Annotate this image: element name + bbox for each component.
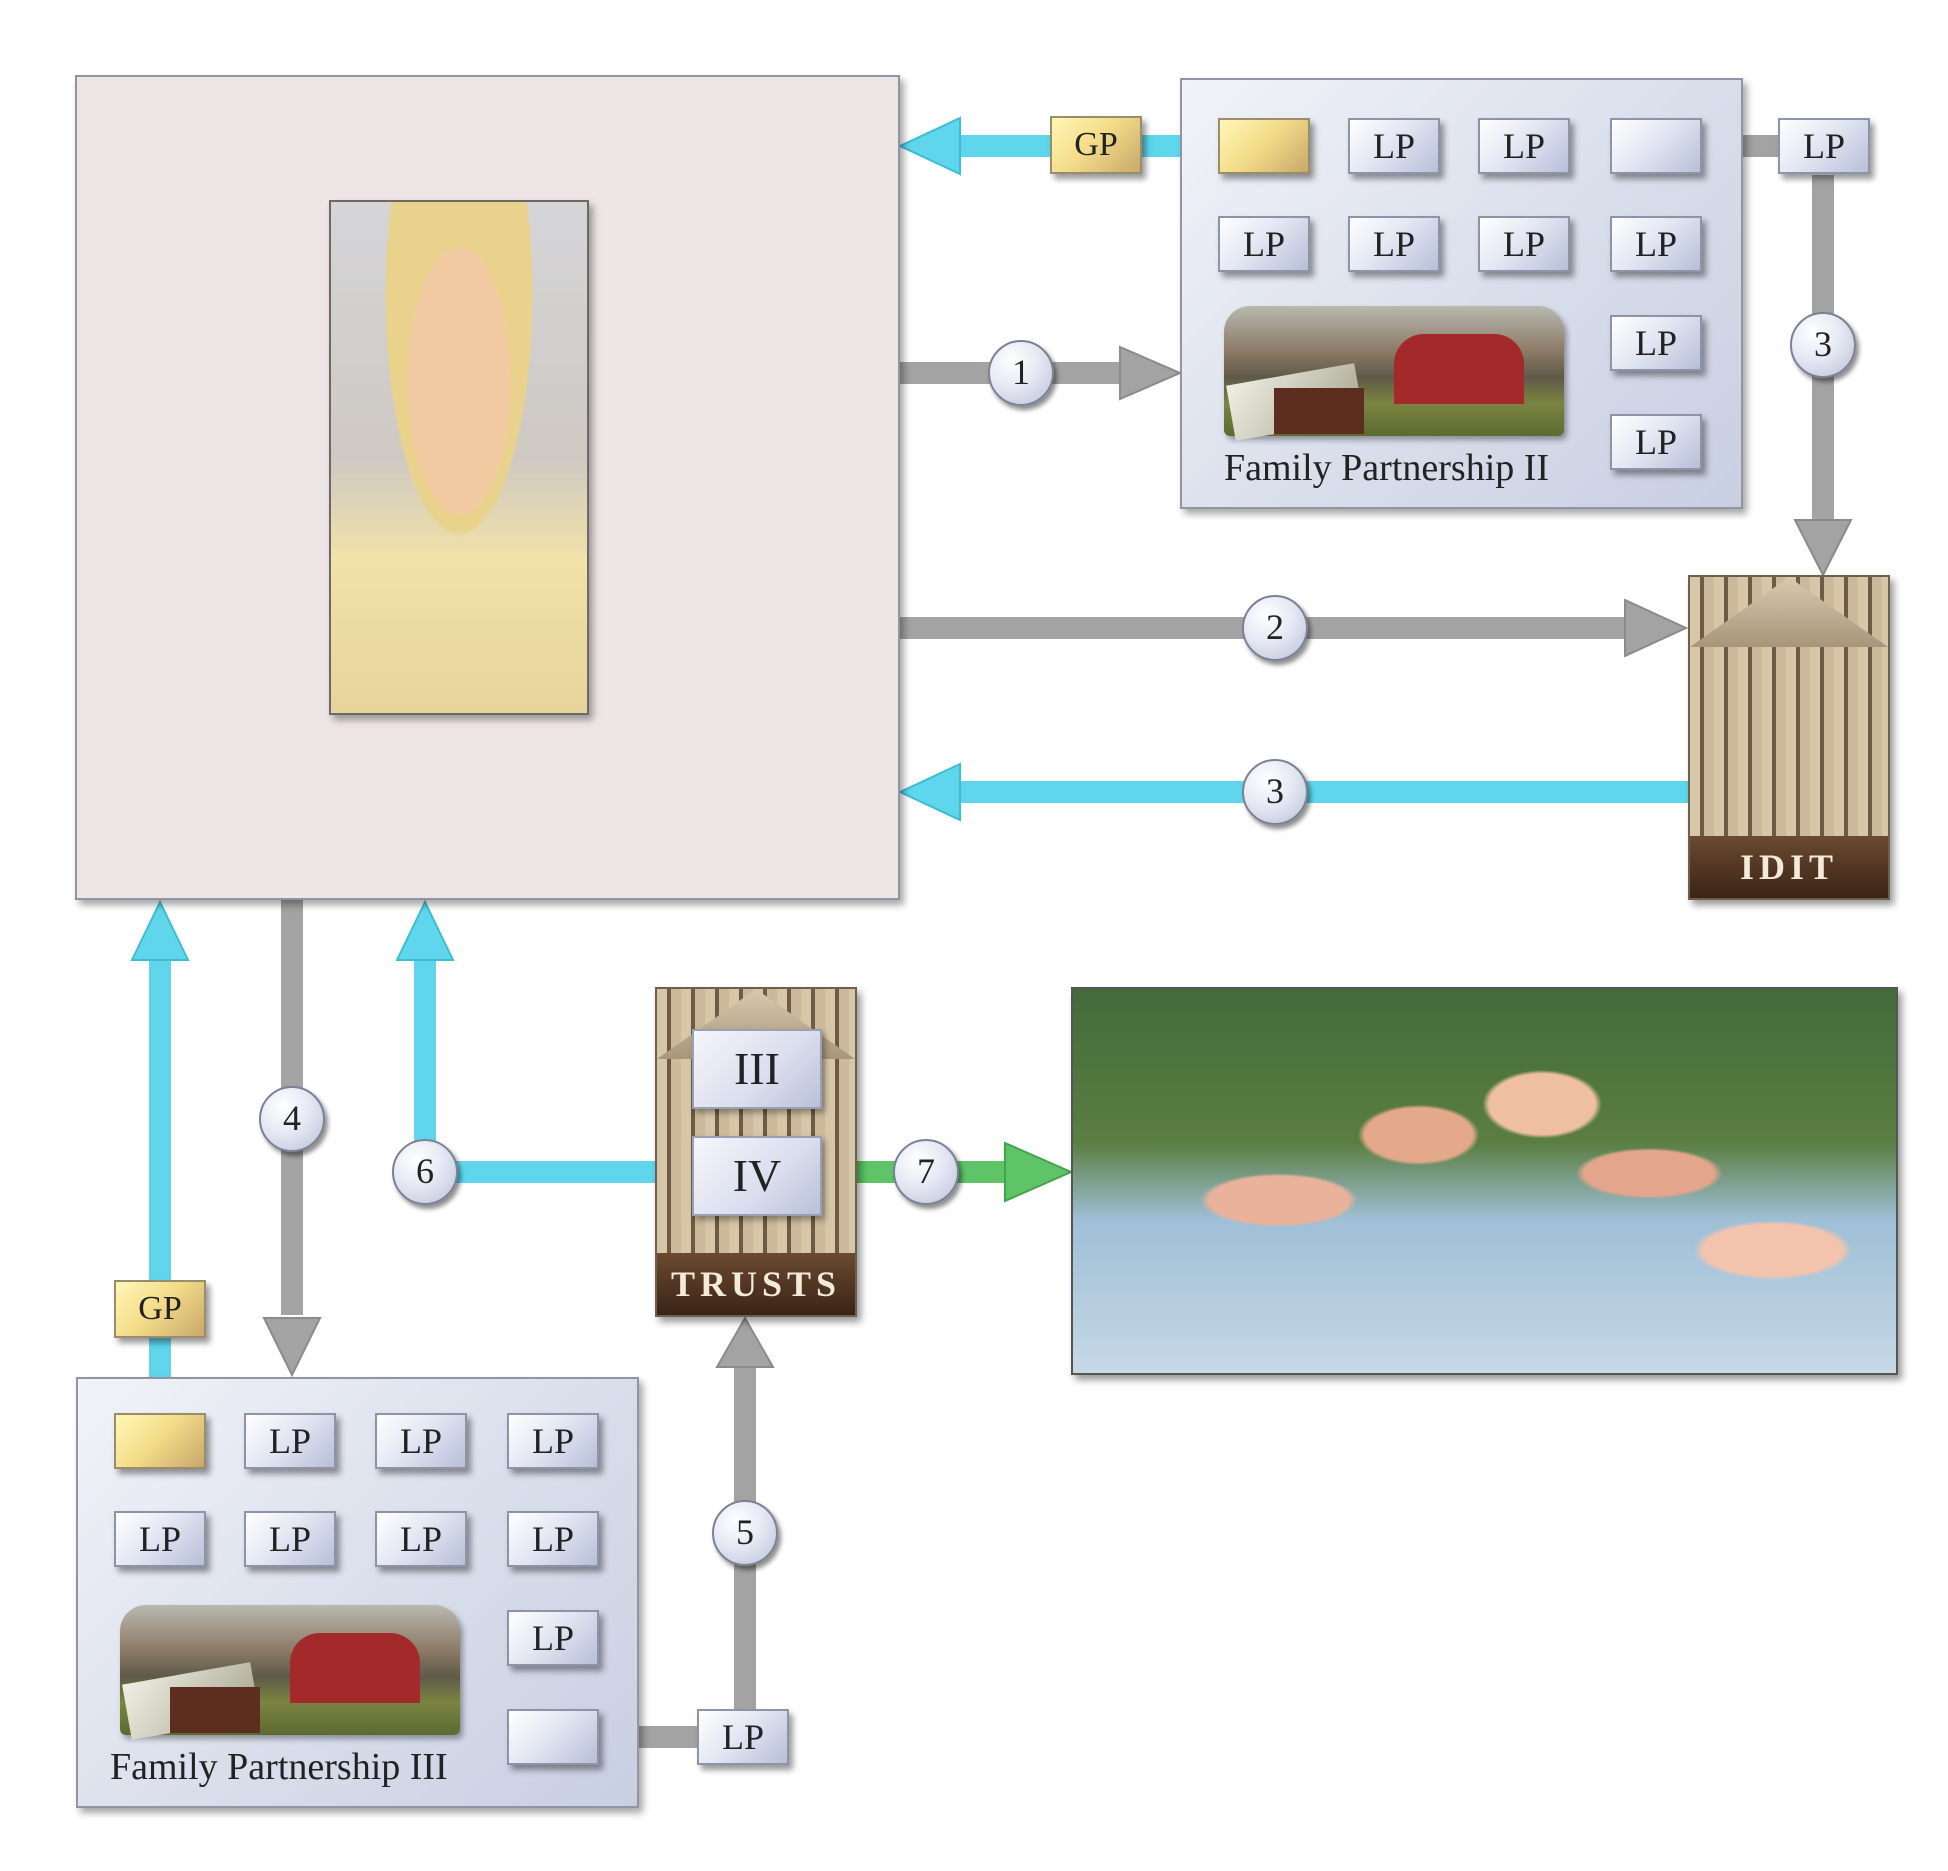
wallet-icon xyxy=(1274,388,1364,434)
building-roof xyxy=(1690,577,1888,647)
green-arrowhead xyxy=(1004,1141,1074,1203)
step-5-badge: 5 xyxy=(712,1500,778,1566)
cyan-arrowheads xyxy=(130,116,961,961)
lp-chip-transferred xyxy=(1610,118,1702,174)
step-1-badge: 1 xyxy=(988,340,1054,406)
lp-chip: LP xyxy=(1610,315,1702,371)
trust-iii-box: III xyxy=(692,1029,822,1109)
partnership-title: Family Partnership II xyxy=(1224,447,1550,489)
step-2-badge: 2 xyxy=(1242,595,1308,661)
gp-interest-chip xyxy=(114,1413,206,1469)
barn-icon xyxy=(1394,334,1524,404)
lp-chip: LP xyxy=(1348,118,1440,174)
lp-chip: LP xyxy=(1218,216,1310,272)
client-portrait xyxy=(329,200,589,715)
lp-chip: LP xyxy=(1610,414,1702,470)
trust-iv-box: IV xyxy=(692,1136,822,1216)
idit-building: IDIT xyxy=(1688,575,1890,900)
trusts-building: III IV TRUSTS xyxy=(655,987,857,1317)
estate-photo xyxy=(120,1605,460,1740)
gray-arrowheads xyxy=(262,345,1853,1378)
lp-chip: LP xyxy=(1478,118,1570,174)
gp-label-chip: GP xyxy=(114,1280,206,1338)
lp-chip: LP xyxy=(507,1413,599,1469)
lp-chip: LP xyxy=(244,1511,336,1567)
lp-chip: LP xyxy=(114,1511,206,1567)
trusts-label: TRUSTS xyxy=(657,1253,855,1315)
step-6-badge: 6 xyxy=(392,1139,458,1205)
gp-label-chip: GP xyxy=(1050,116,1142,174)
lp-chip-transferred xyxy=(507,1709,599,1765)
lp-chip: LP xyxy=(1478,216,1570,272)
lp-chip: LP xyxy=(375,1511,467,1567)
wallet-icon xyxy=(170,1687,260,1733)
lp-chip: LP xyxy=(1348,216,1440,272)
estate-photo xyxy=(1224,306,1564,441)
lp-chip: LP xyxy=(375,1413,467,1469)
step-3-badge: 3 xyxy=(1790,312,1856,378)
step-7-badge: 7 xyxy=(893,1139,959,1205)
lp-chip: LP xyxy=(507,1610,599,1666)
lp-chip: LP xyxy=(244,1413,336,1469)
lp-chip: LP xyxy=(1610,216,1702,272)
barn-icon xyxy=(290,1633,420,1703)
gp-interest-chip xyxy=(1218,118,1310,174)
family-photo xyxy=(1071,987,1898,1375)
lp-transfer-chip: LP xyxy=(697,1709,789,1765)
idit-label: IDIT xyxy=(1690,836,1888,898)
step-3-badge: 3 xyxy=(1242,759,1308,825)
lp-transfer-chip: LP xyxy=(1778,118,1870,174)
lp-chip: LP xyxy=(507,1511,599,1567)
partnership-title: Family Partnership III xyxy=(110,1746,448,1788)
step-4-badge: 4 xyxy=(259,1086,325,1152)
